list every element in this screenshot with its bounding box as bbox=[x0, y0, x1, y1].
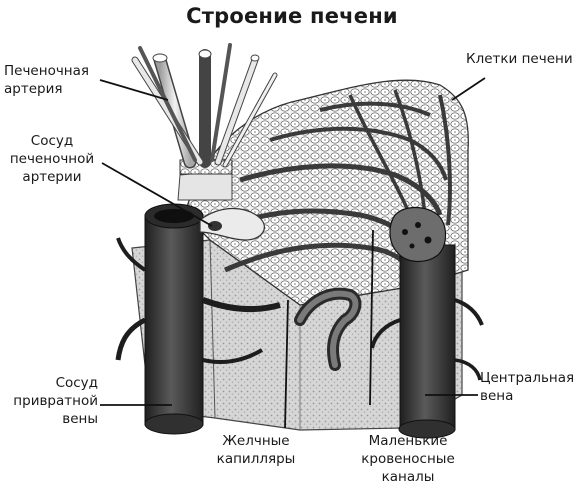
central-vein bbox=[370, 206, 484, 439]
leader-lines bbox=[99, 77, 486, 429]
artery-vessel bbox=[199, 207, 265, 241]
leader-liver-cells bbox=[451, 77, 486, 101]
label-artery-vessel: Сосуд печеночной артерии bbox=[9, 133, 95, 185]
label-central-vein: Центральная вена bbox=[480, 370, 575, 404]
hepatic-artery-bundle bbox=[131, 43, 278, 201]
leader-hepatic-artery bbox=[99, 79, 169, 101]
portal-vein bbox=[115, 203, 281, 435]
label-bile-capillaries: Желчные капилляры bbox=[216, 433, 296, 467]
leader-small-channels bbox=[369, 229, 374, 406]
leader-bile-capillaries bbox=[284, 299, 289, 429]
bile-duct bbox=[294, 287, 362, 371]
leader-artery-vessel bbox=[101, 162, 213, 227]
label-portal-vein-vessel: Сосуд привратной вены bbox=[13, 375, 98, 427]
label-small-blood-channels: Маленькие кровеносные каналы bbox=[361, 433, 455, 485]
diagram-title: Строение печени bbox=[186, 4, 398, 28]
label-hepatic-artery: Печеночная артерия bbox=[4, 63, 90, 97]
label-liver-cells: Клетки печени bbox=[466, 51, 573, 67]
